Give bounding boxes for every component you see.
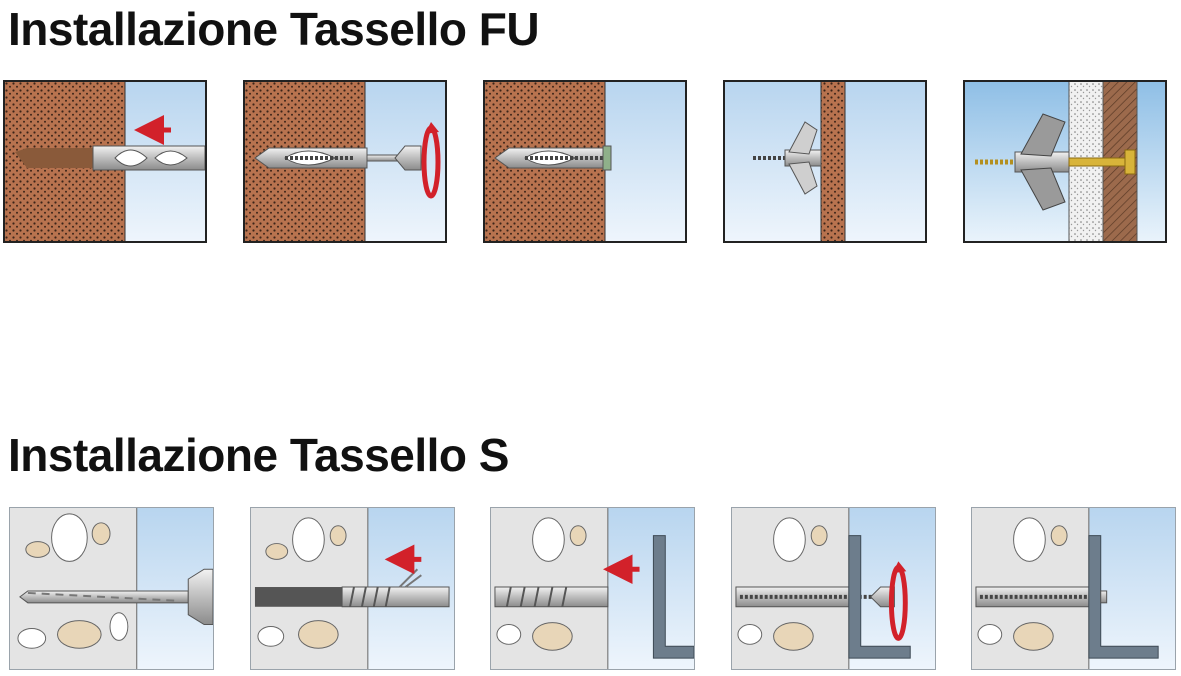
fu-step-anchor-set	[483, 80, 687, 243]
s-step-fixture-mounted	[971, 507, 1176, 670]
section-title-fu: Installazione Tassello FU	[8, 3, 540, 55]
s-step-place-fixture	[490, 507, 695, 670]
s-step-drill-hole	[9, 507, 214, 670]
fu-step-wings-open	[723, 80, 927, 243]
section-title-s: Installazione Tassello S	[8, 429, 510, 481]
fu-step-drive-screw	[243, 80, 447, 243]
fu-step-fixture-mounted	[963, 80, 1167, 243]
rotate-arrow-icon	[421, 122, 441, 199]
s-step-drive-screw	[731, 507, 936, 670]
rotate-arrow-icon	[888, 561, 908, 641]
fu-step-insert-anchor	[3, 80, 207, 243]
s-step-insert-anchor	[250, 507, 455, 670]
